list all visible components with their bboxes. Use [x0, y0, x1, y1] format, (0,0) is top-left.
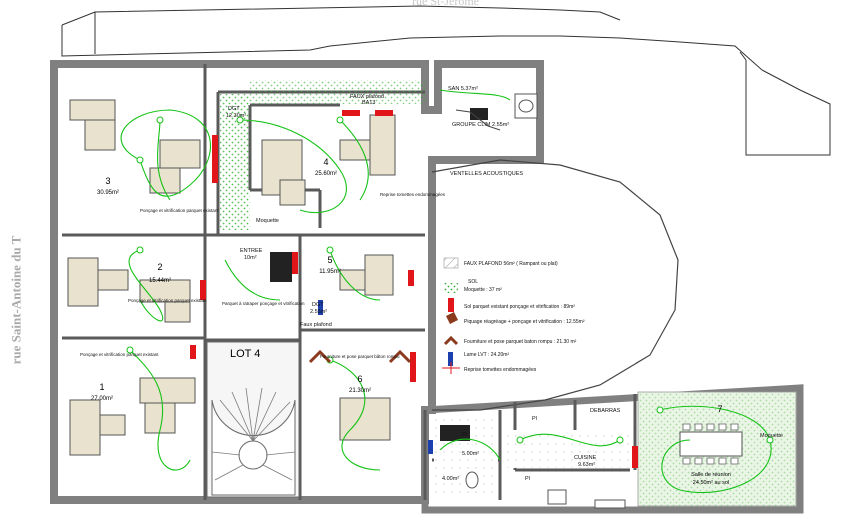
room-number: 1 — [99, 382, 104, 392]
note-room-1: Ponçage et vitrification parquet existan… — [80, 352, 159, 357]
room-area: 15.44m² — [149, 278, 171, 284]
cuisine-label: CUISINE — [574, 455, 597, 461]
dgt-mid-area: 2.55m² — [310, 309, 327, 315]
room-7-label: 7 Salle de réunion 24.50m² au sol — [691, 404, 731, 486]
entree-label: ENTREE — [240, 248, 263, 254]
stairwell — [206, 341, 300, 498]
room-1-label: 1 27.00m² — [91, 382, 113, 402]
moquette-room-7-label: Moquette — [760, 433, 783, 439]
street-name-left-text: rue Saint-Antoine du T — [8, 235, 23, 365]
dgt-mid-label: DGT — [312, 302, 324, 308]
room-number: 7 — [717, 404, 722, 414]
ventelles-label: VENTELLES ACOUSTIQUES — [450, 171, 523, 177]
legend-sol-title: SOL — [468, 279, 478, 285]
legend-faux-plafond: FAUX PLAFOND 56m² ( Rampant ou plat) — [464, 261, 558, 267]
entree-area: 10m² — [244, 255, 257, 261]
legend-moquette: Moquette : 37 m² — [464, 287, 502, 293]
debarras-label: DEBARRAS — [590, 408, 621, 414]
room-number: 5 — [327, 255, 332, 265]
room-number: 6 — [357, 374, 362, 384]
street-name-left: rue Saint-Antoine du T — [4, 200, 28, 400]
dgt-top-label: DGT — [228, 106, 240, 112]
note-room-5: Parquet à ratraper ponçage et vitrificat… — [222, 301, 305, 306]
sanitary-fixtures — [465, 93, 626, 509]
tiled-area-cuisine — [505, 430, 633, 468]
room-4-label: 4 25.60m² — [315, 157, 337, 177]
floor-notes: Ponçage et vitrification parquet existan… — [80, 192, 446, 359]
room-number: 2 — [157, 262, 162, 272]
legend-parquet-existant: Sol parquet existant ponçage et vitrific… — [464, 304, 575, 310]
legend-tomettes: Reprise tomettes endommagées — [464, 367, 537, 373]
placard-label-1: Pl — [532, 416, 537, 422]
note-room-6: Fourniture et pose parquet bâton rompu — [320, 354, 400, 359]
san-label: SAN 5.37m² — [448, 86, 478, 92]
faux-plafond-top-label: FAUX plafond — [350, 94, 384, 100]
moquette-zone-corridor — [250, 80, 425, 104]
plan-labels: ENTREE 10m² DGT 12.30m² DGT 2.55m² SAN 5… — [226, 86, 783, 482]
room-number: 3 — [105, 176, 110, 186]
room-area: 24.50m² au sol — [693, 480, 729, 486]
red-markers — [190, 110, 638, 468]
note-room-2: Ponçage et vitrification parquet existan… — [128, 298, 207, 303]
parquet-chevrons — [308, 349, 412, 364]
room-area: 11.95m² — [319, 269, 341, 275]
meeting-table — [679, 423, 743, 465]
note-room-3: Ponçage et vitrification parquet existan… — [140, 208, 219, 213]
room-name: Salle de réunion — [691, 472, 731, 478]
ba13-label: BA13 — [362, 100, 375, 106]
lot-label: LOT 4 — [230, 348, 260, 360]
groupe-clim-label: GROUPE CLIM 2.55m² — [452, 122, 509, 128]
street-name-top: rue St-Jérôme — [412, 0, 479, 8]
room-3-label: 3 30.95m² — [97, 176, 119, 196]
moquette-zone-room-4 — [220, 94, 250, 230]
room-area: 30.95m² — [97, 190, 119, 196]
legend-lame-lvt: Lame LVT : 24.20m² — [464, 352, 509, 358]
note-room-4: Reprise tomettes endommagées — [380, 192, 446, 197]
room-2-label: 2 15.44m² — [149, 262, 171, 284]
room-number: 4 — [323, 157, 328, 167]
legend-piquage: Piquage réagréage + ponçage et vitrifica… — [464, 319, 585, 325]
legend-symbols — [442, 257, 460, 374]
room-5-label: 5 11.95m² — [319, 255, 341, 275]
exterior-outline — [61, 5, 831, 156]
electric-points — [126, 116, 774, 444]
placard-label-2: Pl — [525, 476, 530, 482]
wc-area: 4.00m² — [442, 476, 459, 482]
moquette-room-4-label: Moquette — [256, 218, 279, 224]
dgt-top-area: 12.30m² — [226, 113, 246, 119]
wc-area-2: 5.00m² — [462, 451, 479, 457]
lvt-markers — [318, 300, 433, 454]
legend-baton-rompu: Fourniture et pose parquet baton rompu :… — [464, 339, 577, 345]
electric-circuits — [120, 89, 772, 494]
room-area: 25.60m² — [315, 171, 337, 177]
room-area: 27.00m² — [91, 396, 113, 402]
groupe-clim — [455, 108, 501, 131]
entrance-units — [270, 252, 470, 441]
faux-plafond-mid-label: Faux plafond — [300, 322, 332, 328]
placard-label-3: Pl — [462, 432, 467, 438]
legend: FAUX PLAFOND 56m² ( Rampant ou plat) SOL… — [464, 261, 585, 373]
cuisine-area: 9.63m² — [578, 462, 595, 468]
room-6-label: 6 21.30m² — [349, 374, 371, 394]
room-area: 21.30m² — [349, 388, 371, 394]
